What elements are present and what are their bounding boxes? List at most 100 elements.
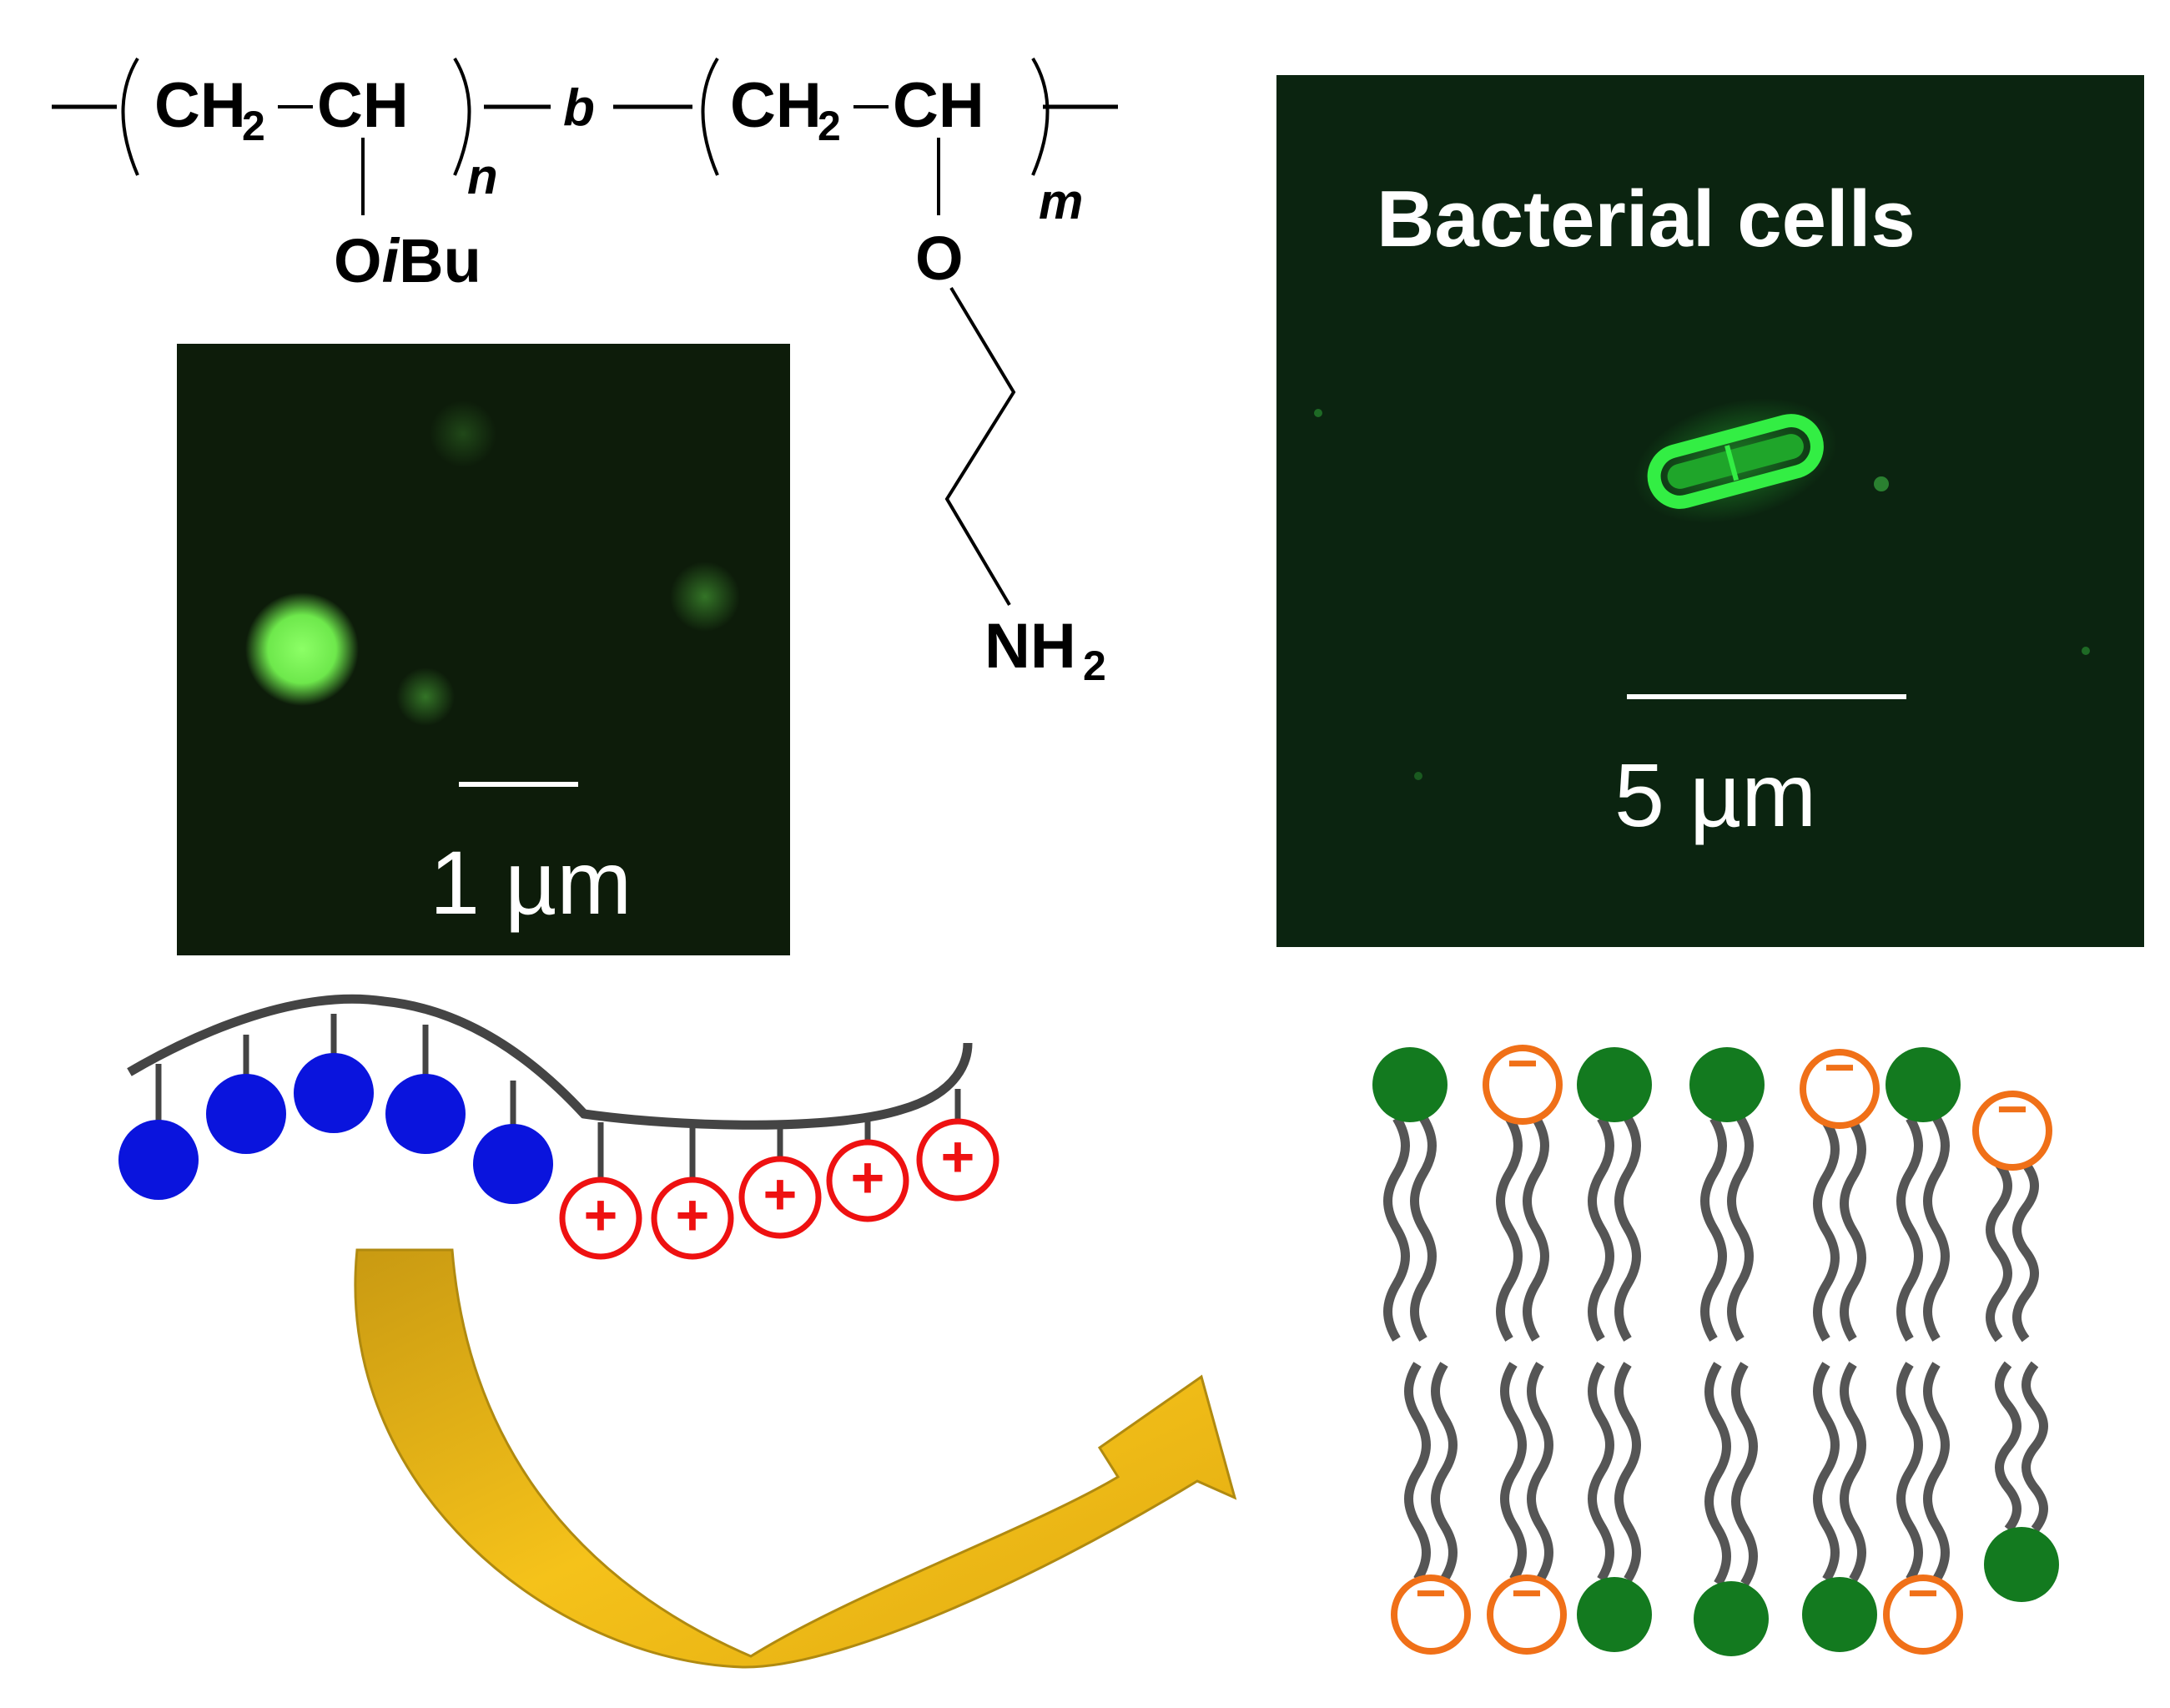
lipid-tail xyxy=(1588,1116,1614,1342)
plus-charge: + xyxy=(676,1182,710,1247)
minus-charge: − xyxy=(1824,1037,1855,1097)
faint-spot xyxy=(430,401,496,467)
neutral-lipid-head xyxy=(1886,1047,1961,1122)
unit1-ch2-label: CH xyxy=(154,70,246,141)
noise-dot xyxy=(1874,476,1889,491)
lipid-tail xyxy=(1588,1362,1614,1582)
lipid-tail xyxy=(1527,1362,1553,1582)
cationic-group xyxy=(651,1176,734,1260)
lipid-tail xyxy=(1896,1362,1923,1582)
amine-label: NH xyxy=(984,611,1076,682)
neutral-lipid-head xyxy=(1689,1047,1765,1122)
hydrophobic-bead xyxy=(294,1053,374,1133)
cationic-group xyxy=(738,1156,822,1239)
lipid-bilayer: − − − − − − xyxy=(1372,1033,2059,1656)
bright-particle xyxy=(245,592,359,706)
repeat-n-label: n xyxy=(467,149,498,204)
neutral-lipid-head xyxy=(1984,1527,2059,1602)
lipid-tail xyxy=(1496,1116,1523,1342)
polymer-schematic: + + + + + xyxy=(118,994,999,1260)
anionic-lipid-head xyxy=(1883,1574,1963,1655)
lipid-tail xyxy=(1896,1116,1923,1342)
hydrophobic-bead xyxy=(118,1120,199,1200)
cationic-group xyxy=(916,1118,999,1202)
lipid-tail xyxy=(1813,1120,1840,1342)
lipid-tail xyxy=(1840,1120,1866,1342)
lipid-tail xyxy=(1500,1362,1527,1582)
scale-label-left: 1 µm xyxy=(430,832,632,933)
minus-charge: − xyxy=(1996,1079,2027,1139)
minus-charge: − xyxy=(1511,1563,1542,1623)
unit1-ch-label: CH xyxy=(317,70,409,141)
lipid-tail xyxy=(1840,1362,1866,1582)
bracket-close-1 xyxy=(453,57,471,176)
ether-oxygen-label: O xyxy=(915,224,964,293)
lipid-tail xyxy=(1523,1116,1549,1342)
noise-dot xyxy=(1314,409,1322,417)
bacterial-cell xyxy=(1633,398,1838,523)
lipid-tail xyxy=(1923,1116,1950,1342)
cationic-group xyxy=(826,1139,909,1222)
lipid-tail xyxy=(1731,1362,1758,1586)
lipid-tail xyxy=(2012,1161,2039,1343)
lipid-tail xyxy=(1704,1362,1731,1586)
amine-subscript: 2 xyxy=(1083,642,1106,689)
anionic-lipid-head xyxy=(1391,1574,1471,1655)
minus-charge: − xyxy=(1507,1033,1538,1093)
neutral-lipid-head xyxy=(1372,1047,1448,1122)
curved-arrow xyxy=(354,1248,1237,1669)
micrograph-bacteria: Bacterial cells 5 µm xyxy=(1276,75,2144,947)
unit1-ch2-subscript: 2 xyxy=(242,103,265,149)
anionic-lipid-head xyxy=(1487,1574,1567,1655)
lipid-tail xyxy=(1923,1362,1950,1582)
plus-charge: + xyxy=(941,1124,975,1189)
anionic-lipid-head xyxy=(1483,1045,1563,1125)
lipid-tail xyxy=(1986,1161,2012,1343)
unit2-ch2-subscript: 2 xyxy=(818,103,841,149)
ethyl-chain xyxy=(944,286,1016,607)
unit2-ch-label: CH xyxy=(893,70,984,141)
bracket-close-2 xyxy=(1031,57,1050,176)
cationic-group xyxy=(559,1176,642,1260)
neutral-lipid-head xyxy=(1577,1577,1652,1652)
minus-charge: − xyxy=(1907,1563,1938,1623)
lipid-tail xyxy=(1700,1116,1727,1342)
neutral-lipid-head xyxy=(1802,1577,1877,1652)
noise-dot xyxy=(1414,772,1422,780)
polymer-backbone xyxy=(127,994,973,1130)
noise-dot xyxy=(2082,647,2090,655)
micrograph-nanoparticles: 1 µm xyxy=(177,344,790,955)
anionic-lipid-head xyxy=(1800,1049,1880,1129)
lipid-tail xyxy=(1727,1116,1754,1342)
plus-charge: + xyxy=(584,1182,618,1247)
hydrophobic-bead xyxy=(473,1124,553,1204)
lipid-tail xyxy=(1383,1116,1410,1342)
minus-charge: − xyxy=(1415,1563,1446,1623)
plus-charge: + xyxy=(851,1145,885,1210)
bracket-open-2 xyxy=(701,57,719,176)
bracket-open-1 xyxy=(121,57,139,176)
lipid-tail xyxy=(1995,1361,2021,1533)
lipid-tail xyxy=(2021,1361,2048,1533)
isobutoxy-label: OiBu xyxy=(334,226,481,295)
hydrophobic-bead xyxy=(206,1074,286,1154)
hydrophobic-bead xyxy=(385,1074,466,1154)
repeat-m-label: m xyxy=(1039,174,1083,229)
unit2-ch2-label: CH xyxy=(730,70,822,141)
micrograph-title: Bacterial cells xyxy=(1377,174,1916,264)
dim-particle xyxy=(396,668,455,726)
lipid-tail xyxy=(1404,1362,1431,1582)
neutral-lipid-head xyxy=(1577,1047,1652,1122)
block-b-label: b xyxy=(563,79,595,137)
lipid-tail xyxy=(1410,1116,1437,1342)
scale-label-right: 5 µm xyxy=(1614,744,1816,845)
neutral-lipid-head xyxy=(1694,1581,1769,1656)
polymer-structure: CH 2 CH n b OiBu CH 2 CH m O NH 2 xyxy=(52,57,1118,689)
lipid-tail xyxy=(1431,1362,1458,1582)
lipid-tail xyxy=(1614,1362,1641,1582)
plus-charge: + xyxy=(763,1161,798,1227)
lipid-tail xyxy=(1813,1362,1840,1582)
lipid-tail xyxy=(1614,1116,1641,1342)
dim-particle xyxy=(670,562,740,632)
